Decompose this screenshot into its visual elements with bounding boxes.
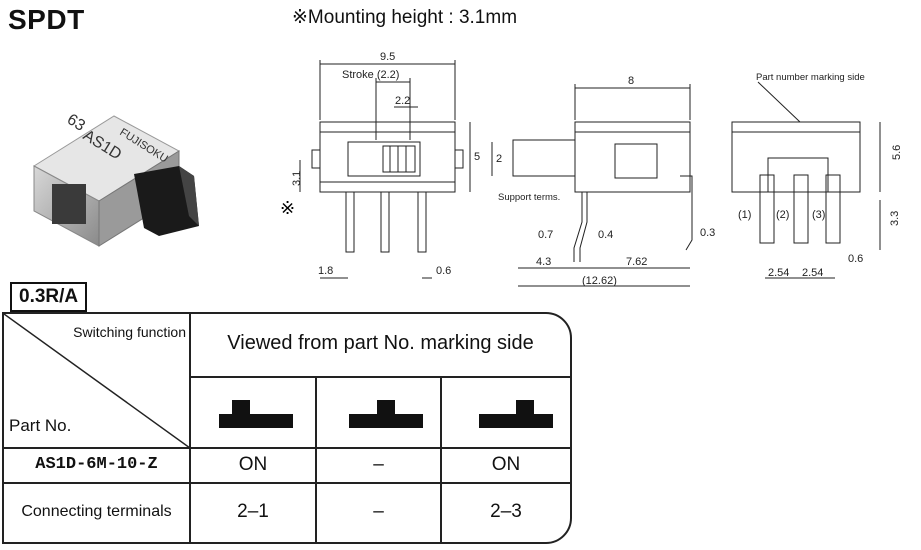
- dim-3-1: 3.1: [291, 171, 303, 186]
- dim-8: 8: [628, 75, 634, 87]
- terminal-3-label: (3): [812, 209, 825, 221]
- function-table: Switching function Part No. Viewed from …: [2, 312, 572, 544]
- terminal-2-label: (2): [776, 209, 789, 221]
- corner-top-label: Switching function: [73, 324, 186, 340]
- dim-stroke: Stroke (2.2): [342, 69, 399, 81]
- dimension-drawing: 9.5 Stroke (2.2) 2.2 5 2 3.1 ※ 1.8 0.6 8…: [280, 51, 903, 287]
- part-cell-1: ON: [238, 454, 268, 475]
- marking-side-label: Part number marking side: [756, 72, 865, 83]
- page-title: SPDT: [8, 4, 85, 35]
- dim-2: 2: [496, 153, 502, 165]
- corner-diagonal: [4, 314, 190, 448]
- rating-code: 0.3R/A: [10, 282, 88, 312]
- dim-0-4: 0.4: [598, 229, 613, 241]
- switch-symbols: [219, 400, 553, 428]
- switch-symbol-right: [479, 400, 553, 428]
- terminal-cell-1: 2–1: [237, 501, 269, 522]
- terminal-1-label: (1): [738, 209, 751, 221]
- product-photo: FUJISOKU AS1D 63: [33, 111, 199, 247]
- ref-mark: ※: [280, 198, 295, 218]
- dim-0-6-a: 0.6: [436, 265, 451, 277]
- dim-9-5: 9.5: [380, 51, 395, 63]
- dim-3-3: 3.3: [889, 211, 901, 226]
- terminal-cell-3: 2–3: [490, 501, 522, 522]
- dim-7-62: 7.62: [626, 256, 647, 268]
- dim-5: 5: [474, 151, 480, 163]
- corner-bottom-label: Part No.: [9, 416, 72, 435]
- support-terms-label: Support terms.: [498, 192, 560, 203]
- switch-symbol-left: [219, 400, 293, 428]
- dim-5-6: 5.6: [891, 145, 903, 160]
- part-cell-3: ON: [491, 454, 521, 475]
- connecting-terminals-label: Connecting terminals: [21, 503, 172, 520]
- photo-marking-3: 63: [64, 111, 88, 135]
- dim-12-62: (12.62): [582, 275, 617, 287]
- dim-2-2: 2.2: [395, 95, 410, 107]
- dim-2-54-b: 2.54: [802, 267, 823, 279]
- dim-4-3: 4.3: [536, 256, 551, 268]
- part-cell-2: –: [373, 454, 384, 475]
- dim-0-7: 0.7: [538, 229, 553, 241]
- dim-2-54-a: 2.54: [768, 267, 789, 279]
- part-number: AS1D-6M-10-Z: [35, 455, 158, 474]
- dim-1-8: 1.8: [318, 265, 333, 277]
- mounting-height-note: ※Mounting height : 3.1mm: [292, 7, 518, 28]
- dim-0-3: 0.3: [700, 227, 715, 239]
- terminal-cell-2: –: [373, 501, 384, 522]
- dim-0-6-b: 0.6: [848, 253, 863, 265]
- column-header: Viewed from part No. marking side: [227, 332, 534, 354]
- switch-symbol-center: [349, 400, 423, 428]
